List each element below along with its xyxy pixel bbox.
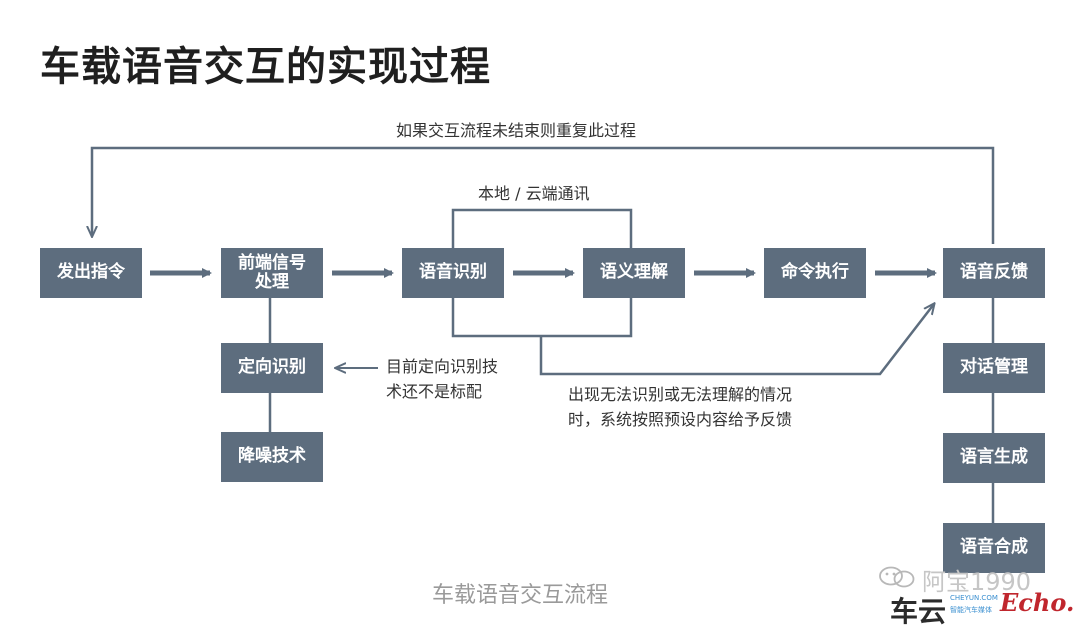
loop-label: 如果交互流程未结束则重复此过程 [396,121,637,140]
watermark-account: 阿宝1990 [922,568,1032,596]
node-dialog-management: 对话管理 [943,343,1045,393]
node-directional-recognition: 定向识别 [221,343,323,393]
fallback-connector [539,304,934,376]
cloud-label: 本地 / 云端通讯 [478,184,590,203]
node-semantic-understanding: 语义理解 [583,248,685,298]
node-voice-feedback: 语音反馈 [943,248,1045,298]
brand-logo-sub: 智能汽车媒体 [950,606,992,614]
page-title: 车载语音交互的实现过程 [40,44,491,90]
brand-logo-url: CHEYUN.COM [950,594,998,602]
fallback-note: 出现无法识别或无法理解的情况 时，系统按照预设内容给予反馈 [568,385,793,429]
node-issue-command: 发出指令 [40,248,142,298]
loop-connector [92,146,995,244]
directional-note: 目前定向识别技 术还不是标配 [386,357,499,401]
node-speech-synthesis: 语音合成 [943,523,1045,573]
node-speech-recognition: 语音识别 [402,248,504,298]
echo-logo: Echo. [1000,588,1075,617]
wechat-icon [878,566,916,588]
brand-logo-cn: 车云 [890,595,947,628]
node-noise-reduction: 降噪技术 [221,432,323,482]
diagram-caption: 车载语音交互流程 [432,583,609,608]
node-command-execution: 命令执行 [764,248,866,298]
node-language-generation: 语言生成 [943,433,1045,483]
node-frontend-signal: 前端信号 处理 [221,248,323,298]
